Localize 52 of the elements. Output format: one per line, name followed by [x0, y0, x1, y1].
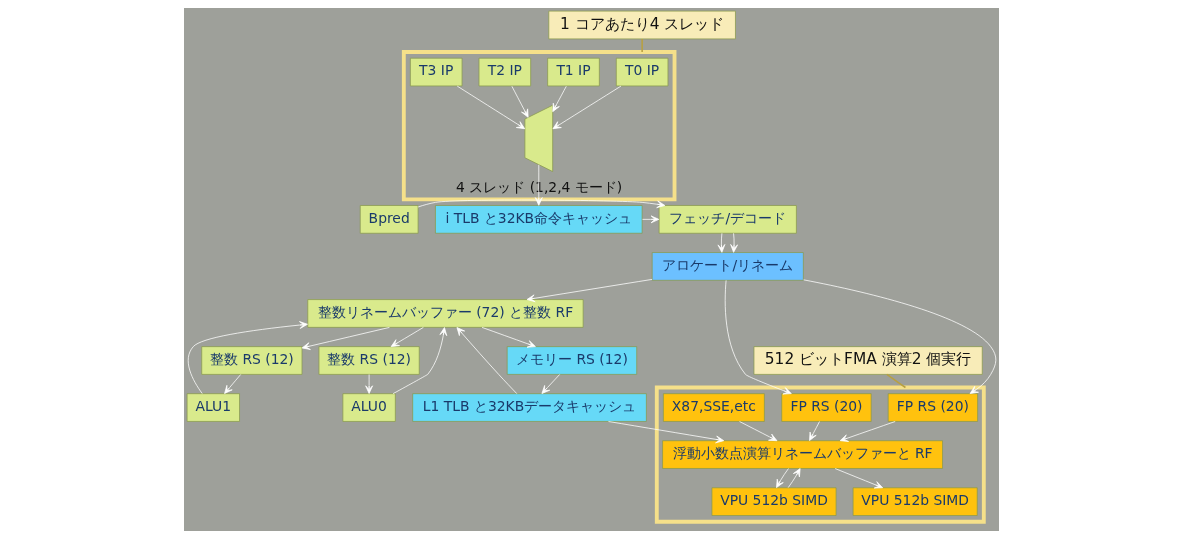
- arrow: [552, 85, 622, 130]
- node-box: FP RS (20): [781, 393, 872, 422]
- node-box: 整数リネームバッファー (72) と整数 RF: [307, 299, 584, 328]
- arrow: [787, 468, 801, 488]
- node-box: i TLB と32KB命令キャッシュ: [435, 205, 643, 234]
- arrow: [724, 279, 792, 395]
- arrow: [541, 374, 561, 394]
- node-box: 512 ビットFMA 演算2 個実行: [753, 346, 983, 375]
- arrow: [739, 421, 778, 442]
- node-box: T0 IP: [615, 57, 669, 87]
- arrow: [187, 321, 308, 394]
- arrow: [301, 327, 390, 350]
- node-box: 整数 RS (12): [201, 346, 303, 375]
- arrow: [392, 327, 448, 395]
- node-box: Bpred: [359, 205, 419, 234]
- arrow: [511, 85, 529, 118]
- node-box: T1 IP: [547, 57, 600, 87]
- arrow: [526, 279, 653, 303]
- node-box: メモリー RS (12): [506, 346, 638, 375]
- node-box: 整数 RS (12): [318, 346, 420, 375]
- arrow: [608, 421, 725, 444]
- arrow: [717, 232, 726, 253]
- arrow: [365, 374, 373, 394]
- node-box: VPU 512b SIMD: [711, 487, 837, 516]
- node-box: FP RS (20): [887, 393, 979, 422]
- arrow: [481, 327, 536, 348]
- node-box: T3 IP: [410, 57, 463, 87]
- connector: [641, 38, 643, 53]
- arrow: [552, 85, 567, 113]
- node-box: VPU 512b SIMD: [852, 487, 978, 516]
- arrow: [839, 421, 896, 442]
- arrow: [390, 327, 424, 347]
- node-box: フェッチ/デコード: [658, 205, 797, 234]
- node-box: ALU0: [342, 393, 396, 422]
- node-box: T2 IP: [478, 57, 532, 87]
- arrow: [834, 468, 884, 489]
- node-box: アロケート/リネーム: [651, 252, 804, 281]
- node-box: 浮動小数点演算リネームバッファーと RF: [662, 440, 943, 469]
- arrow: [809, 421, 820, 441]
- arrow: [456, 85, 526, 130]
- arrow: [642, 215, 660, 224]
- node-box: L1 TLB と32KBデータキャッシュ: [412, 393, 647, 422]
- arrow: [776, 468, 789, 488]
- arrow: [730, 232, 738, 253]
- connector: [886, 373, 907, 389]
- node-box: ALU1: [186, 393, 240, 422]
- arrow: [456, 327, 518, 395]
- node-trapezoid: [524, 104, 554, 172]
- node-box: X87,SSE,etc: [662, 393, 765, 422]
- arrow: [224, 374, 242, 394]
- arrow: [803, 279, 997, 394]
- node-box: 1 コアあたり4 スレッド: [548, 10, 736, 40]
